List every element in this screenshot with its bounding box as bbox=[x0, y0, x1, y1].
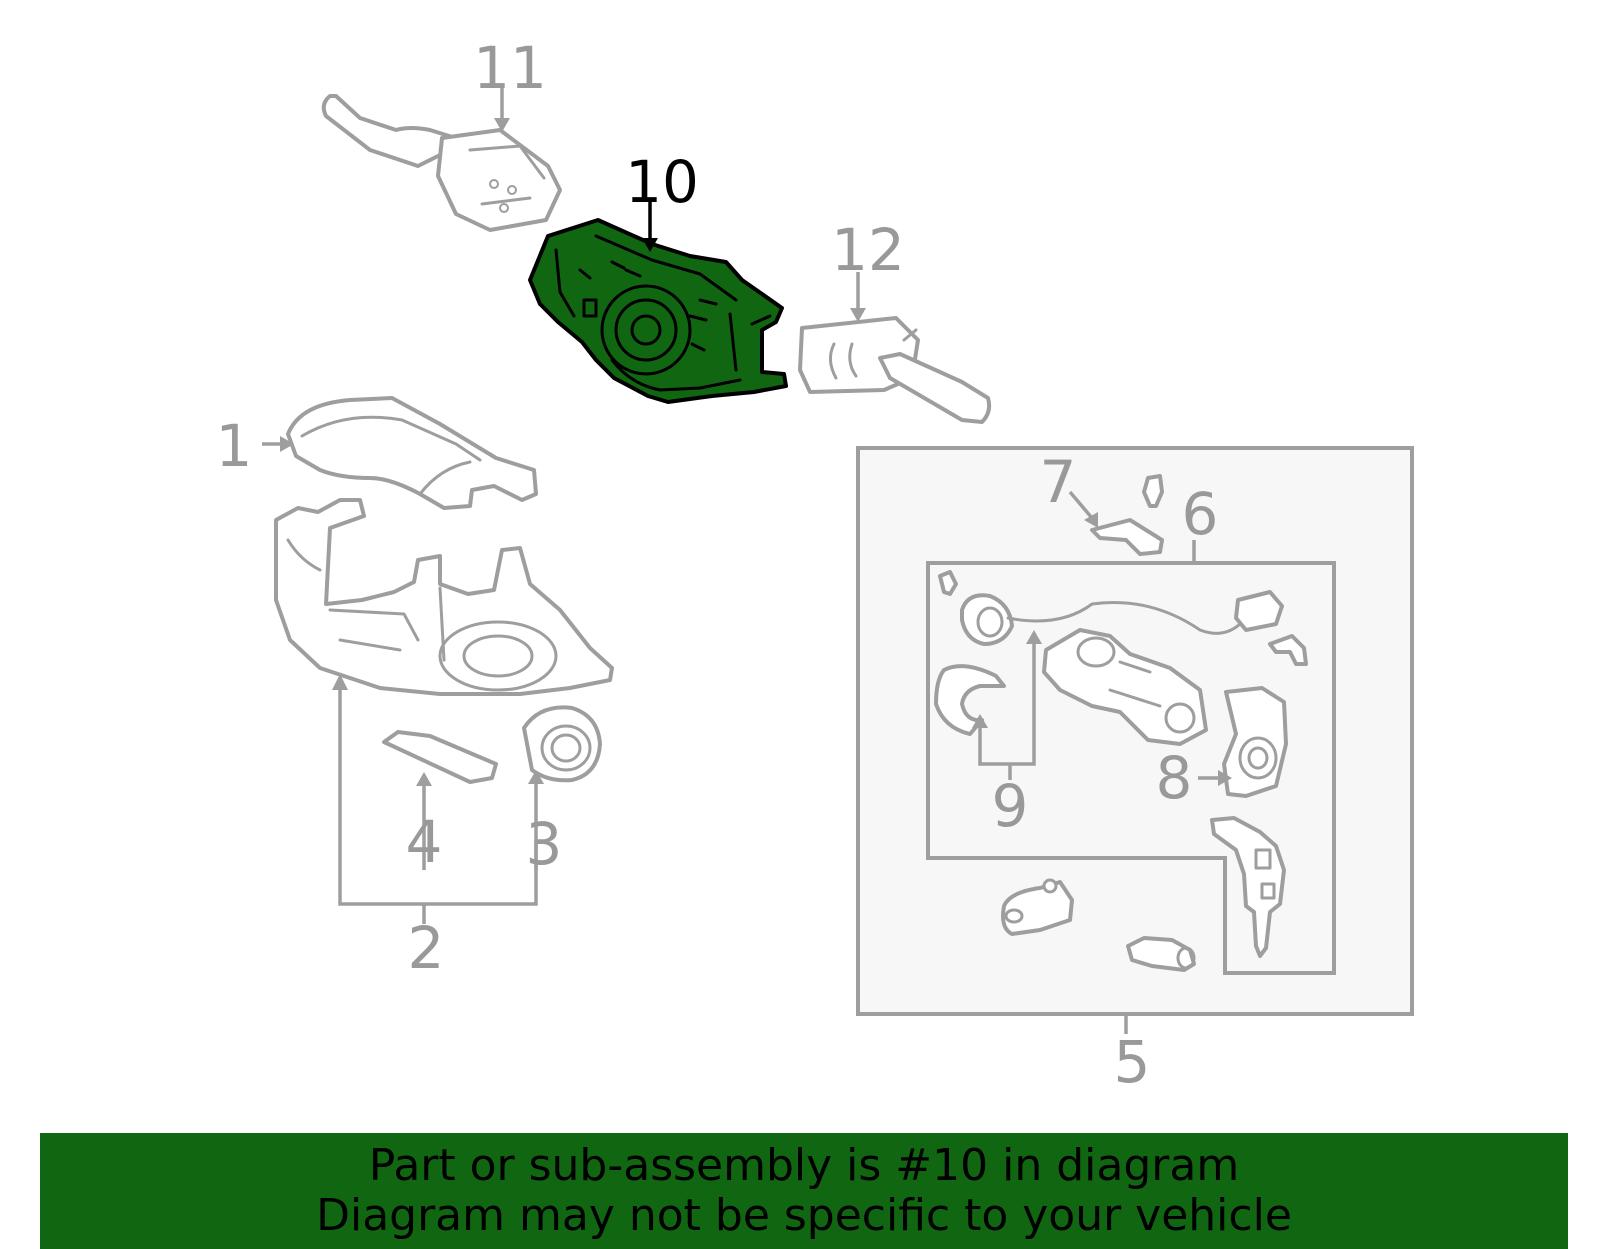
banner-line-1: Part or sub-assembly is #10 in diagram bbox=[368, 1140, 1240, 1191]
part-4-pad bbox=[382, 730, 498, 784]
info-banner: Part or sub-assembly is #10 in diagram D… bbox=[40, 1133, 1568, 1249]
door-lock-cylinder bbox=[1001, 878, 1074, 936]
callout-8: 8 bbox=[1156, 744, 1193, 812]
callout-6: 6 bbox=[1182, 480, 1219, 548]
part-2-lower-cover bbox=[274, 498, 614, 696]
callout-7: 7 bbox=[1040, 448, 1077, 516]
kit-box-6 bbox=[926, 561, 1336, 975]
leader-lines bbox=[262, 84, 1232, 1034]
callout-1: 1 bbox=[216, 412, 253, 480]
callout-4: 4 bbox=[406, 808, 443, 876]
trunk-lock-cylinder bbox=[1126, 936, 1196, 972]
keys bbox=[1210, 816, 1286, 958]
part-10-combination-switch bbox=[528, 218, 788, 404]
callout-3: 3 bbox=[526, 810, 563, 878]
part-6-ignition-body bbox=[1042, 628, 1208, 746]
callout-12: 12 bbox=[831, 216, 905, 284]
part-9-cylinder-harness bbox=[934, 570, 1308, 736]
banner-line-2: Diagram may not be specific to your vehi… bbox=[316, 1190, 1292, 1241]
callout-11: 11 bbox=[473, 34, 547, 102]
callout-5: 5 bbox=[1114, 1028, 1151, 1096]
callout-9: 9 bbox=[992, 772, 1029, 840]
part-11-switch bbox=[321, 94, 562, 232]
part-3-ring bbox=[522, 705, 602, 783]
part-8-switch bbox=[1222, 686, 1288, 798]
part-12-switch bbox=[798, 316, 992, 424]
callout-10: 10 bbox=[625, 148, 699, 216]
part-7-bracket bbox=[1090, 474, 1164, 556]
part-1-upper-cover bbox=[286, 396, 538, 510]
callout-2: 2 bbox=[408, 914, 445, 982]
